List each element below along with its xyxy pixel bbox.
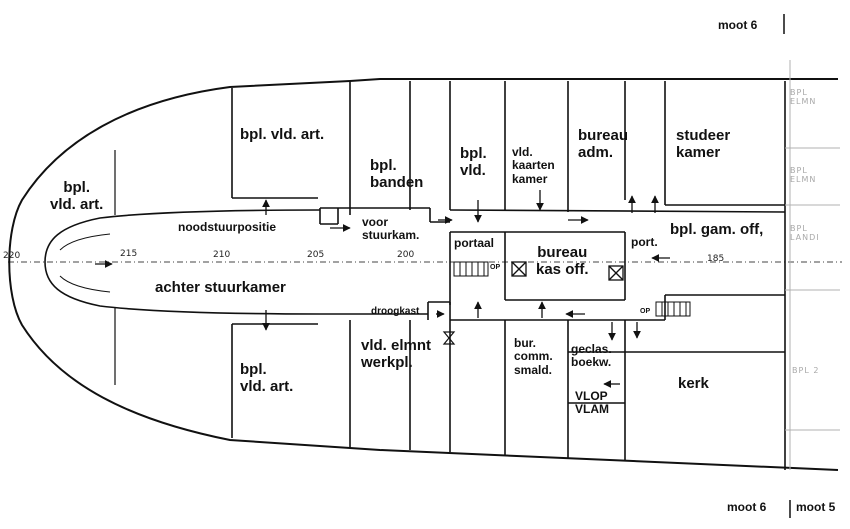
bow-inner-line <box>59 233 111 293</box>
room-label: bpl. banden <box>370 157 424 191</box>
stair-port <box>655 301 691 317</box>
central-corridor-walls <box>319 207 786 321</box>
room-label: vld. elmnt werkpl. <box>361 337 432 371</box>
room-label: bur. comm. smald. <box>514 336 553 377</box>
room-label: droogkast <box>371 306 420 317</box>
valve-icon <box>442 331 456 345</box>
room-label: port. <box>631 235 658 249</box>
room-label: portaal <box>454 236 495 250</box>
room-label: bpl. vld. art. <box>50 179 104 213</box>
door-arrows <box>95 190 670 388</box>
room-label: voor stuurkam. <box>362 215 420 243</box>
room-label: studeer kamer <box>676 127 731 161</box>
hatch-icon <box>511 261 527 277</box>
room-label: vld. kaarten kamer <box>512 145 555 186</box>
stair-label: OP <box>490 264 501 271</box>
hatch-icon <box>608 265 624 281</box>
room-label: geclas. boekw. <box>571 342 612 370</box>
frame-number: 205 <box>307 250 325 260</box>
room-label: bpl. vld. art. <box>240 126 325 143</box>
adjacent-section-faint <box>785 60 840 470</box>
room-label: noodstuurpositie <box>178 220 276 234</box>
adjacent-label: BPL 2 <box>792 366 820 375</box>
room-label: bpl. vld. art. <box>240 361 294 395</box>
room-label: kerk <box>678 375 709 392</box>
section-label-top: moot 6 <box>718 18 758 32</box>
adjacent-label: BPL LANDI <box>790 224 820 243</box>
inner-hull-outline <box>44 209 321 315</box>
stair-portaal <box>453 261 489 277</box>
top-row-walls <box>231 81 786 470</box>
stair-label: OP <box>640 308 651 315</box>
room-label: bureau kas off. <box>536 244 589 278</box>
adjacent-label: BPL ELMN <box>790 88 817 107</box>
room-label: bureau adm. <box>578 127 629 161</box>
outer-hull-outline <box>8 78 839 471</box>
frame-number: 185 <box>707 254 725 264</box>
frame-number: 215 <box>120 249 138 259</box>
adjacent-label: BPL ELMN <box>790 166 817 185</box>
room-label: VLOP VLAM <box>575 389 609 417</box>
frame-number: 200 <box>397 250 415 260</box>
section-label-bottom-left: moot 6 <box>727 500 767 514</box>
frame-number: 220 <box>3 251 21 261</box>
section-label-bottom-right: moot 5 <box>796 500 836 514</box>
bottom-row-walls <box>231 320 785 460</box>
frame-number: 210 <box>213 250 231 260</box>
room-label: achter stuurkamer <box>155 279 286 296</box>
room-label: bpl. vld. <box>460 145 487 179</box>
room-label: bpl. gam. off, <box>670 221 764 238</box>
